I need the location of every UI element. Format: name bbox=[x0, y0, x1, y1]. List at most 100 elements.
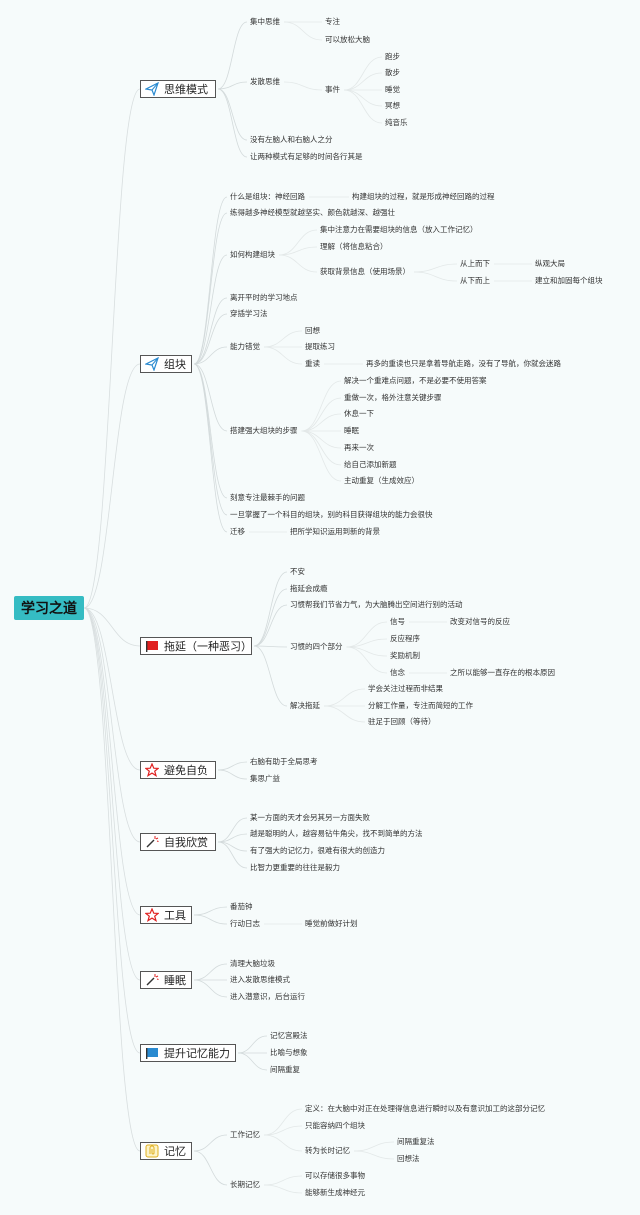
connector bbox=[263, 346, 303, 365]
node-d2[interactable]: 拖延会成瘾 bbox=[290, 584, 328, 593]
node-h2[interactable]: 进入发散思维模式 bbox=[230, 975, 290, 984]
node-j1c[interactable]: 转为长时记忆 bbox=[305, 1146, 350, 1155]
node-n4[interactable]: 让两种模式有足够的时间各行其是 bbox=[250, 152, 363, 161]
node-c7b[interactable]: 重做一次，格外注意关键步骤 bbox=[344, 393, 442, 402]
node-j2a[interactable]: 可以存储很多事物 bbox=[305, 1171, 365, 1180]
node-i3[interactable]: 间隔重复 bbox=[270, 1065, 300, 1074]
node-c3c2[interactable]: 从下而上 bbox=[460, 276, 490, 285]
node-d4a1[interactable]: 改变对信号的反应 bbox=[450, 617, 510, 626]
node-d5c[interactable]: 驻足于回顾（等待） bbox=[368, 717, 436, 726]
branch-b2[interactable]: 组块 bbox=[140, 355, 192, 373]
node-d4b[interactable]: 反应程序 bbox=[390, 634, 420, 643]
node-d4d1[interactable]: 之所以能够一直存在的根本原因 bbox=[450, 668, 555, 677]
node-n2a2[interactable]: 散步 bbox=[385, 68, 400, 77]
node-i2[interactable]: 比喻与想象 bbox=[270, 1048, 308, 1057]
node-n3[interactable]: 没有左脑人和右脑人之分 bbox=[250, 135, 333, 144]
node-j1[interactable]: 工作记忆 bbox=[230, 1130, 260, 1139]
node-n2a[interactable]: 事件 bbox=[325, 85, 340, 94]
connector bbox=[193, 313, 228, 365]
node-c7[interactable]: 搭建强大组块的步骤 bbox=[230, 426, 298, 435]
node-c10[interactable]: 迁移 bbox=[230, 527, 245, 536]
root-node[interactable]: 学习之道 bbox=[14, 596, 84, 620]
node-j1c2[interactable]: 回想法 bbox=[397, 1154, 420, 1163]
node-n2[interactable]: 发散思维 bbox=[250, 77, 280, 86]
node-c4[interactable]: 离开平时的学习地点 bbox=[230, 293, 298, 302]
node-c3a[interactable]: 集中注意力在需要组块的信息（放入工作记忆） bbox=[320, 225, 478, 234]
node-n2a3[interactable]: 睡觉 bbox=[385, 85, 400, 94]
connector bbox=[193, 914, 228, 925]
node-n2a4[interactable]: 冥想 bbox=[385, 101, 400, 110]
node-c7a[interactable]: 解决一个重难点问题，不是必要不使用答案 bbox=[344, 376, 487, 385]
node-j1c1[interactable]: 间隔重复法 bbox=[397, 1137, 435, 1146]
node-j2b[interactable]: 能够新生成神经元 bbox=[305, 1188, 365, 1197]
node-e1[interactable]: 右脑有助于全局思考 bbox=[250, 757, 318, 766]
node-n1a[interactable]: 专注 bbox=[325, 17, 340, 26]
connector bbox=[263, 1175, 303, 1186]
node-d5[interactable]: 解决拖延 bbox=[290, 701, 320, 710]
node-c6[interactable]: 能力错觉 bbox=[230, 342, 260, 351]
node-g2[interactable]: 行动日志 bbox=[230, 919, 260, 928]
node-c6b[interactable]: 提取练习 bbox=[305, 342, 335, 351]
node-n1[interactable]: 集中思维 bbox=[250, 17, 280, 26]
node-n2a5[interactable]: 纯音乐 bbox=[385, 118, 408, 127]
node-n1b[interactable]: 可以放松大脑 bbox=[325, 35, 370, 44]
branch-b6[interactable]: 工具 bbox=[140, 906, 192, 924]
connector bbox=[283, 81, 323, 91]
node-c7e[interactable]: 再来一次 bbox=[344, 443, 374, 452]
node-c3b[interactable]: 理解（将信息粘合） bbox=[320, 242, 388, 251]
node-c3c1a[interactable]: 纵观大局 bbox=[535, 259, 565, 268]
node-c2[interactable]: 练得越多神经模型就越坚实、颜色就越深、越强壮 bbox=[230, 208, 395, 217]
node-c3[interactable]: 如何构建组块 bbox=[230, 250, 275, 259]
connector bbox=[253, 588, 288, 647]
node-i1[interactable]: 记忆宫殿法 bbox=[270, 1031, 308, 1040]
branch-b1[interactable]: 思维模式 bbox=[140, 80, 216, 98]
node-n2a1[interactable]: 跑步 bbox=[385, 52, 400, 61]
node-c9[interactable]: 一旦掌握了一个科目的组块，别的科目获得组块的能力会很快 bbox=[230, 510, 433, 519]
node-c3c[interactable]: 获取背景信息（使用场景） bbox=[320, 267, 410, 276]
node-c7g[interactable]: 主动重复（生成效应） bbox=[344, 476, 419, 485]
node-c5[interactable]: 穿插学习法 bbox=[230, 309, 268, 318]
node-c8[interactable]: 刻意专注最棘手的问题 bbox=[230, 493, 305, 502]
node-j1a[interactable]: 定义：在大脑中对正在处理得信息进行瞬时以及有意识加工的这部分记忆 bbox=[305, 1104, 545, 1113]
node-c7f[interactable]: 给自己添加新题 bbox=[344, 460, 397, 469]
branch-b5[interactable]: 自我欣赏 bbox=[140, 833, 216, 851]
branch-b3[interactable]: 拖延（一种恶习） bbox=[140, 637, 252, 655]
node-c10a[interactable]: 把所学知识运用到新的背景 bbox=[290, 527, 380, 536]
node-f4[interactable]: 比智力更重要的往往是毅力 bbox=[250, 863, 340, 872]
branch-b9[interactable]: 记忆 bbox=[140, 1142, 192, 1160]
node-c1[interactable]: 什么是组块：神经回路 bbox=[230, 192, 305, 201]
branch-b8[interactable]: 提升记忆能力 bbox=[140, 1044, 236, 1062]
node-d5a[interactable]: 学会关注过程而非结果 bbox=[368, 684, 443, 693]
node-d4[interactable]: 习惯的四个部分 bbox=[290, 642, 343, 651]
node-d5b[interactable]: 分解工作量，专注而简短的工作 bbox=[368, 701, 473, 710]
branch-b4[interactable]: 避免自负 bbox=[140, 761, 216, 779]
node-f1[interactable]: 某一方面的天才会另其另一方面失败 bbox=[250, 813, 370, 822]
node-e2[interactable]: 集思广益 bbox=[250, 774, 280, 783]
branch-b7[interactable]: 睡眠 bbox=[140, 971, 192, 989]
node-d1[interactable]: 不安 bbox=[290, 567, 305, 576]
node-j2[interactable]: 长期记忆 bbox=[230, 1180, 260, 1189]
node-h1[interactable]: 清理大脑垃圾 bbox=[230, 959, 275, 968]
node-c3c2a[interactable]: 建立和加固每个组块 bbox=[535, 276, 603, 285]
node-c6c[interactable]: 重读 bbox=[305, 359, 320, 368]
connector bbox=[193, 906, 228, 916]
connector bbox=[83, 607, 141, 1152]
node-j1b[interactable]: 只能容纳四个组块 bbox=[305, 1121, 365, 1130]
node-f3[interactable]: 有了强大的记忆力，很难有很大的创造力 bbox=[250, 846, 385, 855]
node-f2[interactable]: 越是聪明的人，越容易钻牛角尖，找不到简单的方法 bbox=[250, 829, 423, 838]
node-c1a[interactable]: 构建组块的过程，就是形成神经回路的过程 bbox=[352, 192, 495, 201]
connector bbox=[413, 271, 458, 282]
node-g2a[interactable]: 睡觉前做好计划 bbox=[305, 919, 358, 928]
node-h3[interactable]: 进入潜意识，后台运行 bbox=[230, 992, 305, 1001]
node-c6c1[interactable]: 再多的重读也只是拿着导航走路，没有了导航，你就会迷路 bbox=[366, 359, 561, 368]
node-d4c[interactable]: 奖励机制 bbox=[390, 651, 420, 660]
node-d4d[interactable]: 信念 bbox=[390, 668, 405, 677]
node-d3[interactable]: 习惯帮我们节省力气，为大脑腾出空间进行别的活动 bbox=[290, 600, 463, 609]
node-c7c[interactable]: 休息一下 bbox=[344, 409, 374, 418]
branch-label: 思维模式 bbox=[164, 83, 208, 96]
node-c3c1[interactable]: 从上而下 bbox=[460, 259, 490, 268]
node-d4a[interactable]: 信号 bbox=[390, 617, 405, 626]
node-c6a[interactable]: 回想 bbox=[305, 326, 320, 335]
node-c7d[interactable]: 睡眠 bbox=[344, 426, 359, 435]
node-g1[interactable]: 番茄钟 bbox=[230, 902, 253, 911]
